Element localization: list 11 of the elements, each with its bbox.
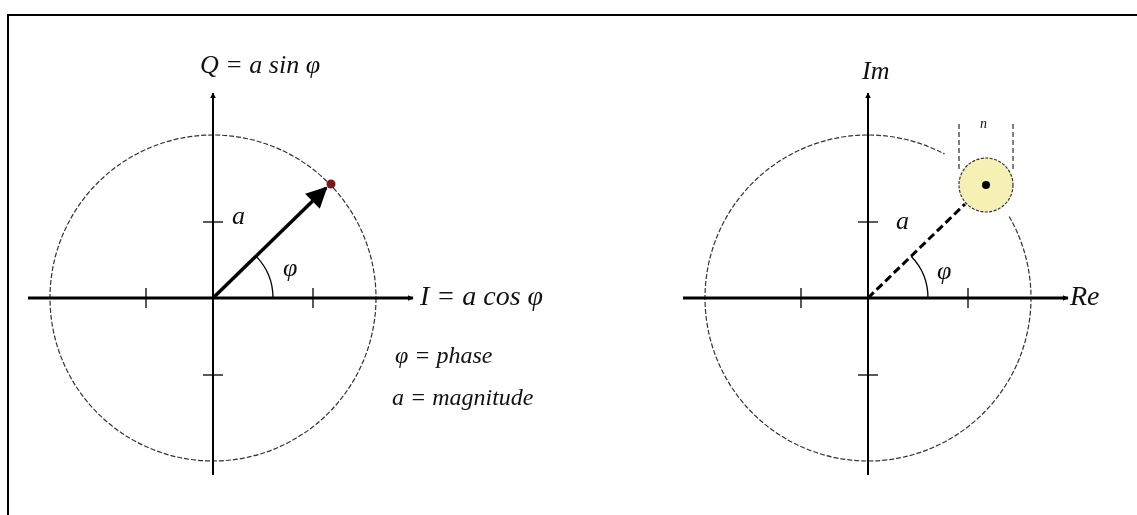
angle-symbol: φ [283, 255, 298, 281]
magnitude-symbol: a [232, 203, 245, 229]
angle-symbol: φ [937, 258, 952, 284]
axis-label: Re [1070, 282, 1100, 310]
axis-label: Im [862, 58, 890, 84]
legend-text: φ = phase [395, 343, 493, 367]
width-symbol: n [980, 117, 987, 131]
legend-text: a = magnitude [392, 385, 534, 409]
axis-label: I = a cos φ [420, 282, 544, 310]
magnitude-symbol: a [896, 208, 909, 234]
axis-label: Q = a sin φ [200, 52, 321, 78]
